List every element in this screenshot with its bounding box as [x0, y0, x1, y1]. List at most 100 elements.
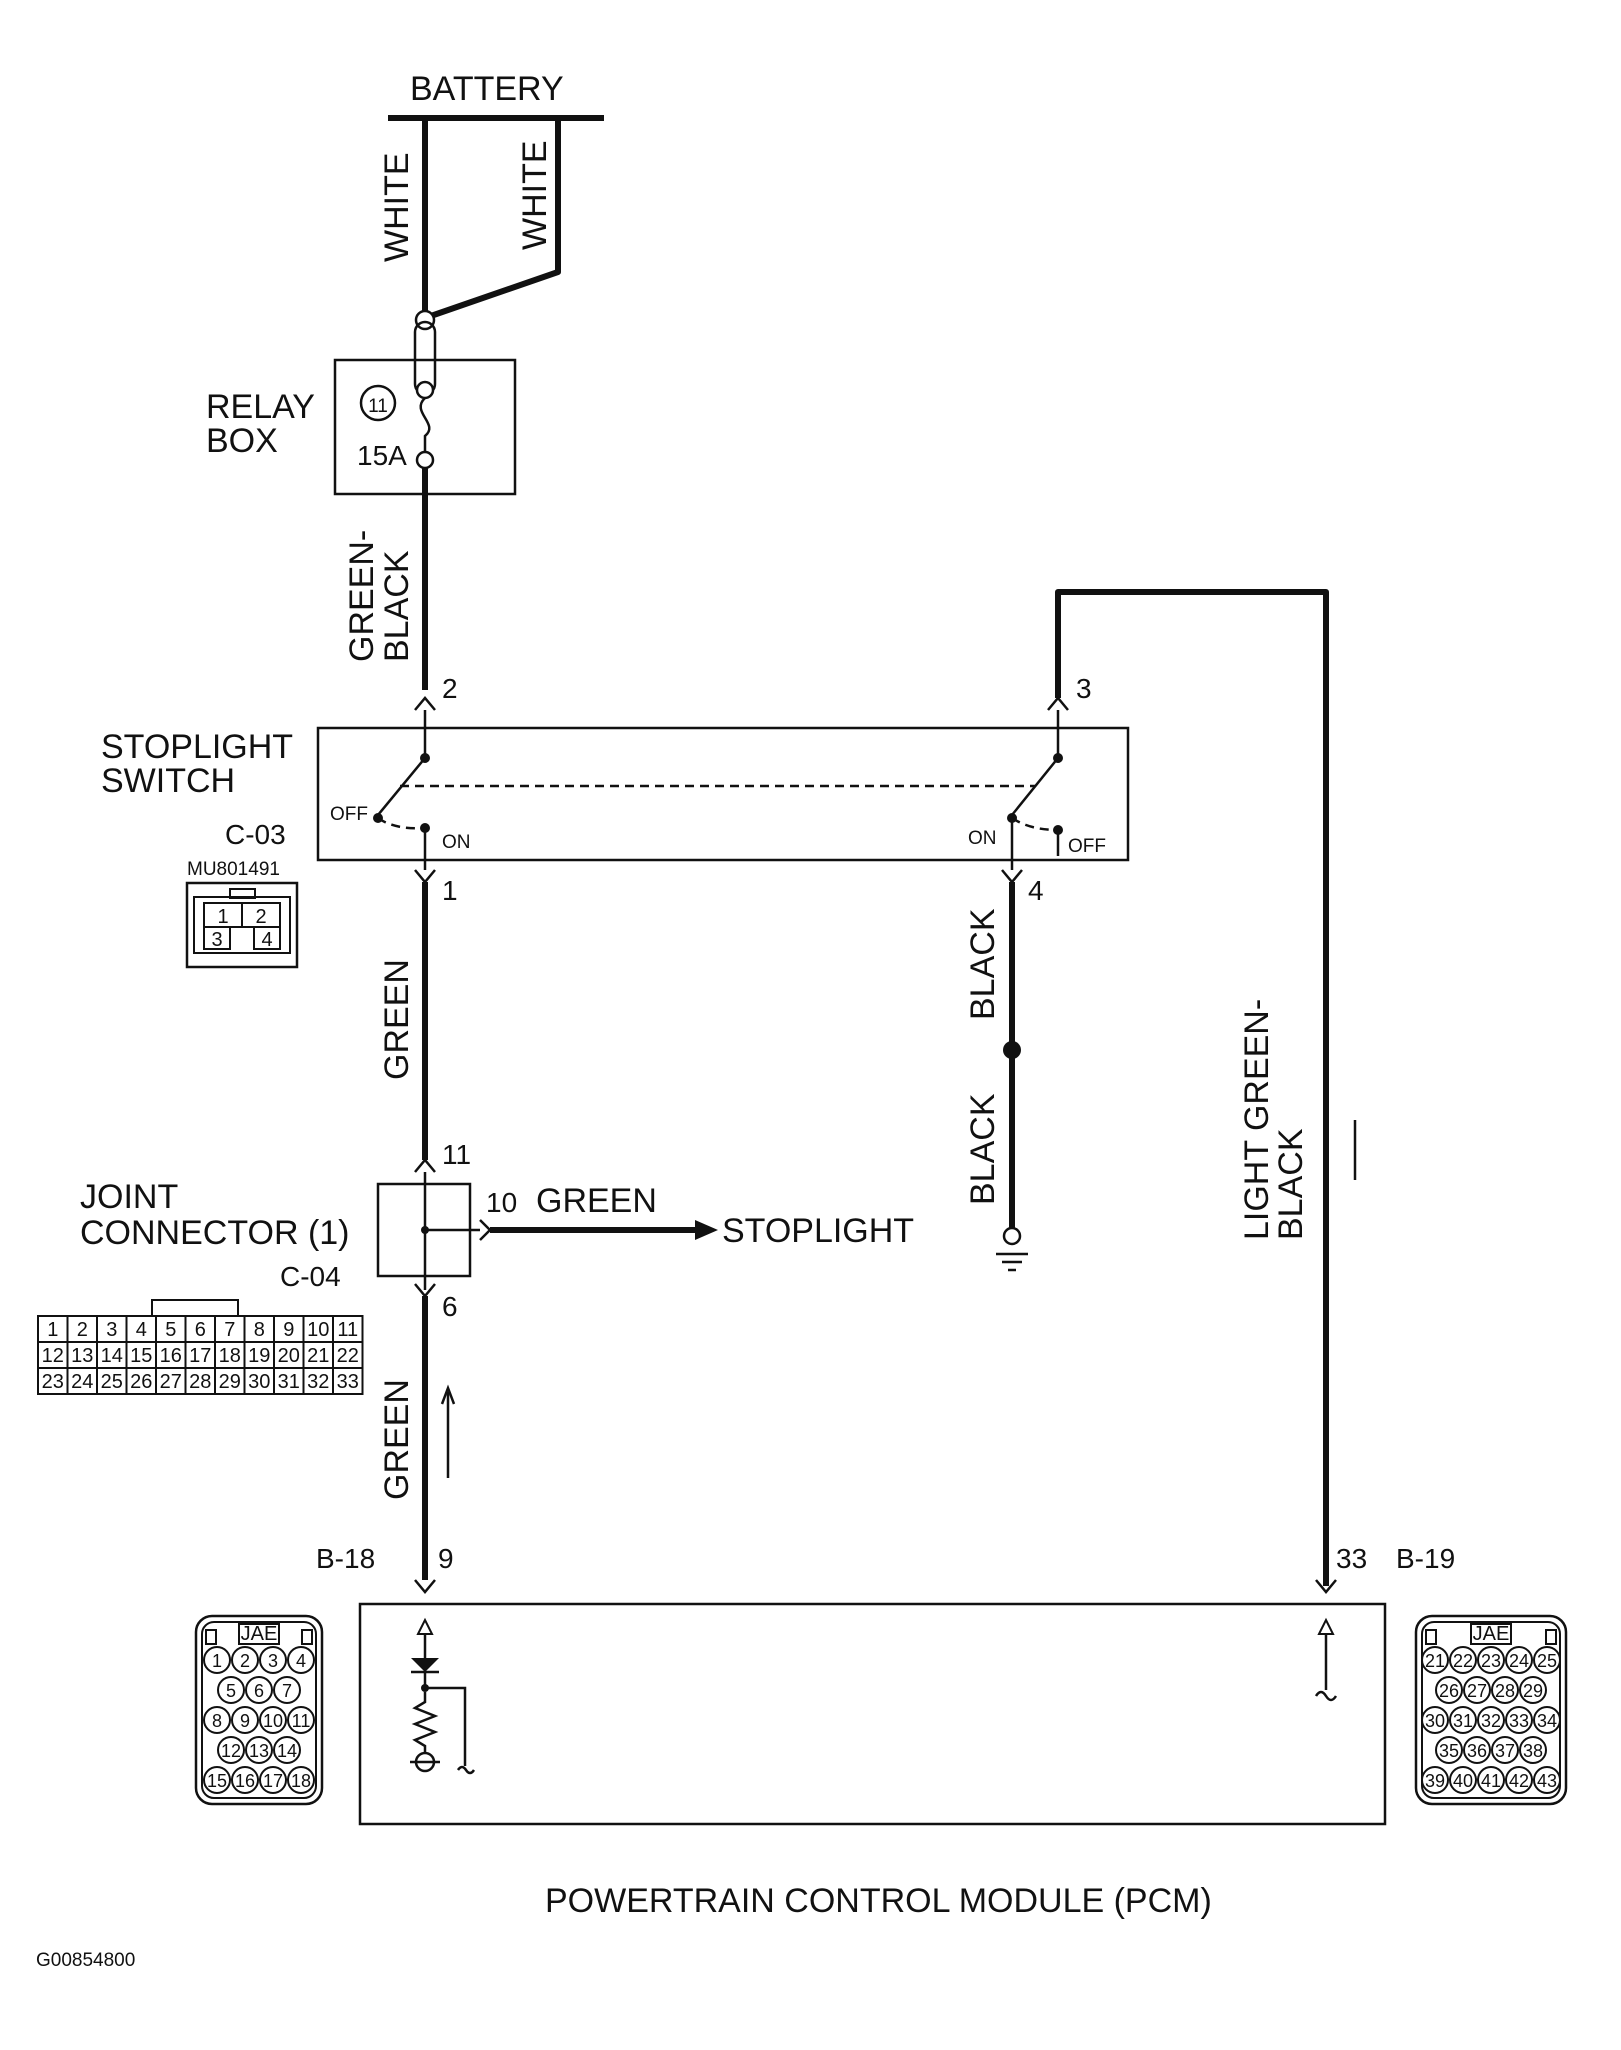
switch-part-number: MU801491: [187, 859, 280, 880]
pcm-pin-label: 4: [296, 1651, 306, 1671]
white-label-left: WHITE: [378, 152, 416, 262]
pcm-pin-label: 31: [1453, 1711, 1473, 1731]
pcm-pin: [1477, 1766, 1505, 1794]
stoplight-wire-label: GREEN: [536, 1182, 657, 1220]
pcm-pin: [273, 1676, 301, 1704]
pcm-pin: [1435, 1736, 1463, 1764]
jc-pin-label: 11: [337, 1319, 358, 1341]
switch-right-on-label: ON: [968, 828, 997, 849]
joint-pin-11-label: 11: [442, 1139, 471, 1170]
pcm-pin-label: 39: [1425, 1771, 1445, 1791]
green-black-label-1: GREEN-: [343, 530, 381, 662]
joint-pin-6-label: 6: [442, 1291, 458, 1322]
jc-pin-label: 5: [165, 1319, 176, 1341]
pcm-pin: [1435, 1676, 1463, 1704]
pcm-pin-label: 24: [1509, 1651, 1529, 1671]
pcm-pin: [1477, 1646, 1505, 1674]
pcm-pin-label: 37: [1495, 1741, 1515, 1761]
pcm-connector-outline: [1414, 1614, 1568, 1806]
pcm-pin-label: 28: [1495, 1681, 1515, 1701]
icon-pin-1: 1: [217, 906, 228, 928]
jc-pin-label: 25: [101, 1371, 123, 1393]
jc-pin-label: 32: [307, 1371, 329, 1393]
switch-connector-face: [193, 896, 291, 954]
pcm-pin-label: 11: [292, 1711, 311, 1731]
pcm-pin: [1491, 1736, 1519, 1764]
pin-9-arrow: [414, 1579, 436, 1594]
pcm-pin-label: 23: [1481, 1651, 1501, 1671]
pcm-pin-label: 36: [1467, 1741, 1487, 1761]
pcm-pin: [259, 1646, 287, 1674]
pin-33-arrow: [1315, 1579, 1337, 1594]
pcm-pin: [1463, 1736, 1491, 1764]
switch-right-travel: [1011, 816, 1059, 832]
jae-label: JAE: [241, 1623, 278, 1645]
joint-label-1: JOINT: [80, 1178, 178, 1216]
pcm-pin: [203, 1766, 231, 1794]
jc-latch: [151, 1299, 239, 1317]
pcm-connector-tab-left: [205, 1629, 217, 1645]
pcm-connector-tab-left: [1425, 1629, 1437, 1645]
joint-pin-10-label: 10: [486, 1187, 517, 1218]
pcm-input-right-arrow: [1317, 1617, 1335, 1635]
pcm-pin-label: 42: [1509, 1771, 1529, 1791]
jc-pin-label: 19: [248, 1345, 270, 1367]
jc-pin-label: 10: [307, 1319, 329, 1341]
icon-pin-3: 3: [211, 929, 222, 951]
pcm-pin-label: 18: [291, 1771, 311, 1791]
pin-1-arrow: [414, 869, 436, 884]
jc-pin-label: 7: [224, 1319, 235, 1341]
pcm-box: [358, 1602, 1387, 1826]
flow-arrowhead: [440, 1384, 456, 1405]
pcm-pin: [287, 1706, 315, 1734]
pcm-pin: [1449, 1766, 1477, 1794]
pcm-pin-label: 34: [1537, 1711, 1557, 1731]
pcm-pin-9-label: 9: [438, 1543, 454, 1574]
junction-node: [414, 309, 436, 331]
jc-pin-label: 3: [106, 1319, 117, 1341]
pcm-pin-label: 40: [1453, 1771, 1473, 1791]
pcm-pin: [231, 1646, 259, 1674]
pcm-right-break: [1314, 1690, 1338, 1702]
pcm-pin-label: 17: [263, 1771, 283, 1791]
switch-connector-cell-3: [203, 926, 231, 950]
icon-pin-4: 4: [261, 929, 272, 951]
pcm-pin: [231, 1706, 259, 1734]
pcm-tap-break: [456, 1765, 476, 1775]
icon-pin-2: 2: [255, 906, 266, 928]
pcm-pin: [1505, 1706, 1533, 1734]
green-black-label-2: BLACK: [378, 550, 416, 662]
pcm-pin: [273, 1736, 301, 1764]
pcm-pin-label: 6: [254, 1681, 264, 1701]
pcm-pin: [1505, 1646, 1533, 1674]
jae-label: JAE: [1473, 1623, 1510, 1645]
pcm-pin: [1449, 1706, 1477, 1734]
stoplight-arrowhead: [695, 1220, 718, 1240]
pcm-pin: [1519, 1676, 1547, 1704]
pcm-pin-label: 33: [1509, 1711, 1529, 1731]
jc-pin-label: 18: [219, 1345, 241, 1367]
diode-icon: [411, 1658, 439, 1672]
pcm-pin: [245, 1736, 273, 1764]
pcm-pin-label: 16: [235, 1771, 255, 1791]
jc-pin-label: 15: [130, 1345, 152, 1367]
switch-pin-1-label: 1: [442, 875, 458, 906]
pcm-pin: [1421, 1766, 1449, 1794]
pcm-connector-outline: [194, 1614, 324, 1806]
pcm-pin-label: 41: [1481, 1771, 1501, 1791]
jc-pin-label: 9: [283, 1319, 294, 1341]
jc-pin-label: 13: [71, 1345, 93, 1367]
pcm-pin: [231, 1766, 259, 1794]
white-label-right: WHITE: [516, 140, 554, 250]
green-label-upper: GREEN: [378, 959, 416, 1080]
jc-pin-label: 27: [160, 1371, 182, 1393]
pcm-pin: [203, 1646, 231, 1674]
resistor-icon: [411, 1692, 439, 1752]
switch-label-1: STOPLIGHT: [101, 728, 293, 766]
pcm-pin-label: 35: [1439, 1741, 1459, 1761]
figure-id: G00854800: [36, 1950, 135, 1971]
pin-10-arrow: [479, 1219, 492, 1241]
white-wire-right: [424, 118, 561, 321]
